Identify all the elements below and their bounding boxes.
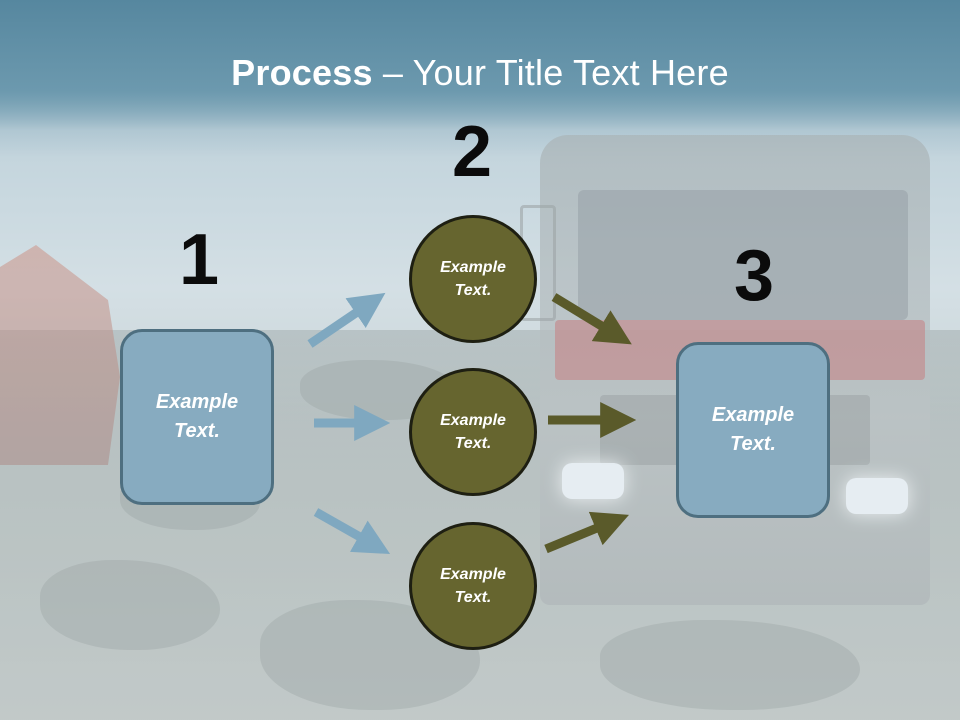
step-3-label: Example Text. <box>711 404 795 455</box>
step-number-1: 1 <box>178 220 220 300</box>
truck-headlight-left <box>562 463 624 499</box>
arrow-from-circle-1 <box>551 293 632 345</box>
step-1-box: Example Text. <box>120 329 274 505</box>
rock-shape <box>600 620 860 710</box>
step-2-circle-middle: Example Text. <box>409 368 537 496</box>
rock-shape <box>40 560 220 650</box>
slide-title: Process – Your Title Text Here <box>0 52 960 94</box>
step-number-2: 2 <box>451 112 493 192</box>
arrow-from-circle-3 <box>544 511 629 554</box>
header-band <box>0 0 960 130</box>
step-1-label: Example Text. <box>155 391 239 442</box>
circle-bottom-label: Example Text. <box>440 566 506 606</box>
title-bold: Process <box>231 52 373 93</box>
step-2-circle-top: Example Text. <box>409 215 537 343</box>
truck-headlight-right <box>846 478 908 514</box>
step-3-box: Example Text. <box>676 342 830 518</box>
arrow-to-circle-3 <box>313 508 391 554</box>
circle-top-label: Example Text. <box>440 259 506 299</box>
step-number-3: 3 <box>733 236 775 316</box>
step-2-circle-bottom: Example Text. <box>409 522 537 650</box>
arrow-to-circle-1 <box>307 292 386 348</box>
truck-windshield <box>578 190 908 320</box>
circle-middle-label: Example Text. <box>440 412 506 452</box>
title-rest: – Your Title Text Here <box>372 52 729 93</box>
